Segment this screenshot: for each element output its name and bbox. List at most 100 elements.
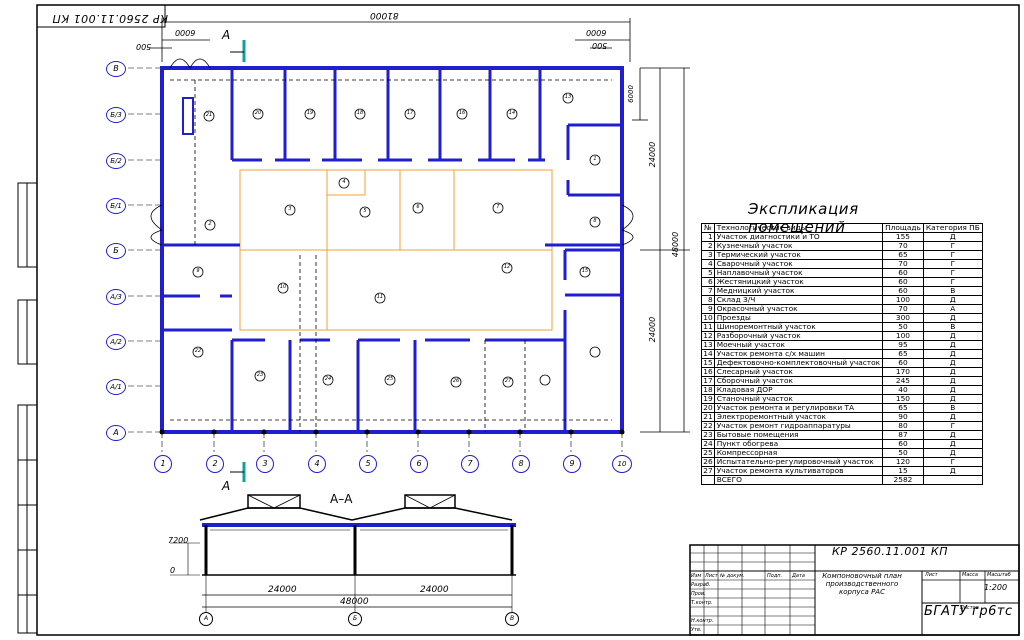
room-number: 18 (356, 110, 364, 116)
row-category: Д (922, 376, 983, 386)
title-block-scale: 1:200 (984, 583, 1008, 592)
room-number: 16 (458, 110, 466, 116)
dim-top-left-1: 6000 (175, 28, 196, 37)
row-category: Г (922, 250, 983, 260)
explication-total-row: ВСЕГО 2582 (701, 475, 983, 485)
axis-label-b3: Б/3 (106, 107, 126, 123)
tb-role-approve: Утв. (691, 627, 702, 633)
axis-label-a: А (106, 425, 126, 441)
row-name: Участок диагностики и ТО (713, 232, 884, 242)
row-name: Сварочный участок (713, 259, 884, 269)
cut-label-bottom: А (222, 479, 231, 493)
room-number: 10 (279, 284, 287, 290)
equipment-layout (239, 169, 553, 331)
axis-label-3: 3 (256, 455, 274, 473)
row-number: 10 (701, 313, 715, 323)
title-block-mass-label: Масса (962, 572, 978, 578)
row-category: Г (922, 277, 983, 287)
row-category: Д (922, 358, 983, 368)
room-number: 27 (504, 378, 512, 384)
row-area: 65 (882, 349, 924, 359)
axis-label-b1: Б/1 (106, 198, 126, 214)
row-name: Наплавочный участок (713, 268, 884, 278)
row-name: Шиноремонтный участок (713, 322, 884, 332)
room-number: 15 (581, 268, 589, 274)
title-block-code: КР 2560.11.001 КП (832, 545, 948, 558)
row-category: Д (922, 331, 983, 341)
row-name: Кузнечный участок (713, 241, 884, 251)
row-area: 70 (882, 259, 924, 269)
column-markers (159, 429, 625, 435)
dim-section-zero: 0 (170, 566, 176, 575)
top-dimension (150, 18, 631, 62)
room-number: 20 (254, 110, 262, 116)
row-category: Д (922, 367, 983, 377)
axis-label-9: 9 (563, 455, 581, 473)
row-name: Участок ремонта культиваторов (713, 466, 884, 476)
title-block-scale-label: Масштаб (987, 572, 1011, 578)
room-number: 24 (324, 376, 332, 382)
row-category: Г (922, 268, 983, 278)
row-area: 245 (882, 376, 924, 386)
row-number: 26 (701, 457, 715, 467)
row-area: 65 (882, 250, 924, 260)
row-category: Г (922, 457, 983, 467)
axis-label-b: Б (106, 243, 126, 259)
row-area: 60 (882, 439, 924, 449)
row-number: 3 (701, 250, 715, 260)
row-number: 17 (701, 376, 715, 386)
left-margin-stamps (17, 182, 38, 634)
row-number: 25 (701, 448, 715, 458)
equipment-lift (182, 97, 194, 135)
row-name: Проезды (713, 313, 884, 323)
room-number: 9 (196, 268, 200, 274)
dim-section-span-1: 24000 (268, 585, 297, 595)
dim-right-small: 6000 (626, 85, 635, 103)
row-area: 60 (882, 286, 924, 296)
row-number: 2 (701, 241, 715, 251)
axis-lines (128, 67, 623, 452)
top-stamp-box (36, 4, 166, 28)
room-number: 22 (194, 348, 202, 354)
axis-label-5: 5 (359, 455, 377, 473)
row-category: В (922, 286, 983, 296)
axis-label-b2: Б/2 (106, 153, 126, 169)
section-view (170, 494, 516, 612)
row-name: Медницкий участок (713, 286, 884, 296)
row-number: 8 (701, 295, 715, 305)
header-area: Площадь (882, 223, 924, 233)
row-name: Разборочный участок (713, 331, 884, 341)
room-number: 6 (416, 204, 420, 210)
row-number: 27 (701, 466, 715, 476)
room-number: 26 (452, 378, 460, 384)
row-category: Д (922, 394, 983, 404)
header-category: Категория ПБ (922, 223, 983, 233)
axis-label-a1: А/1 (106, 379, 126, 395)
tb-col-date: Дата (792, 573, 805, 579)
row-number: 19 (701, 394, 715, 404)
room-number: 1 (593, 156, 597, 162)
row-number: 16 (701, 367, 715, 377)
row-area: 50 (882, 322, 924, 332)
row-number: 9 (701, 304, 715, 314)
row-category: Д (922, 412, 983, 422)
row-area: 155 (882, 232, 924, 242)
row-category: Г (922, 421, 983, 431)
row-area: 50 (882, 448, 924, 458)
axis-label-7: 7 (461, 455, 479, 473)
row-number: 23 (701, 430, 715, 440)
title-block-sheet-label: Лист (925, 572, 938, 578)
row-category: Д (922, 439, 983, 449)
row-name: Пункт обогрева (713, 439, 884, 449)
